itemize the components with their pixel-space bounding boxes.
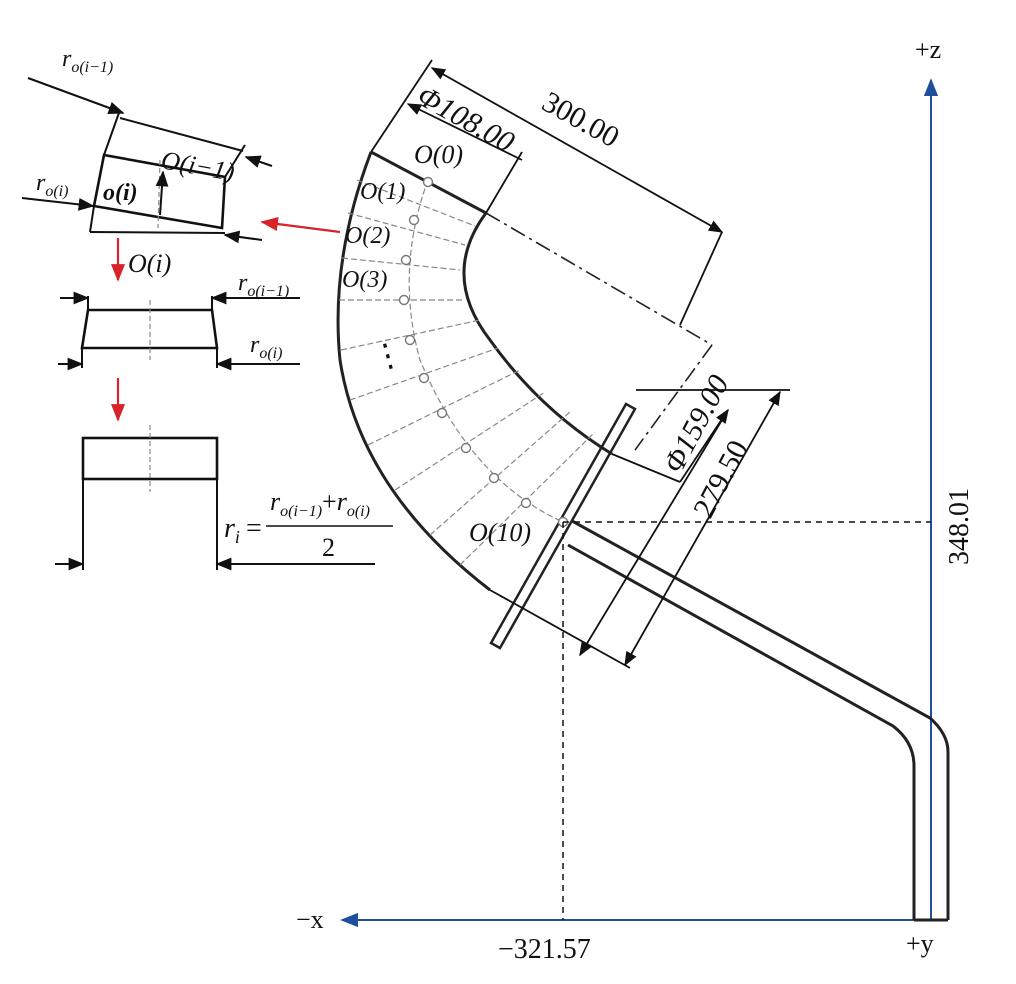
inset-r-prev-right: ro(i−1) <box>238 270 289 300</box>
label-o1: O(1) <box>360 179 405 205</box>
inset-r-prev-top: ro(i−1) <box>62 46 113 76</box>
formula-numerator: ro(i−1)+ro(i) <box>270 487 370 520</box>
y-axis-label: +y <box>906 929 934 958</box>
inset-o-cur: O(i) <box>128 249 171 278</box>
center-points <box>398 176 569 528</box>
dim-x-321: −321.57 <box>498 934 591 965</box>
straight-pipe <box>562 514 950 922</box>
label-o0: O(0) <box>414 140 463 169</box>
dim-348: 348.01 <box>944 488 975 565</box>
centerline <box>485 212 713 346</box>
inset-segment <box>21 77 273 244</box>
inset-o-small: o(i) <box>103 180 138 206</box>
z-axis-label: +z <box>915 35 941 64</box>
bend-sections <box>339 179 596 566</box>
dim-300: 300.00 <box>537 85 625 154</box>
formula-denominator: 2 <box>322 533 335 562</box>
label-o10: O(10) <box>469 518 531 547</box>
dimension-lines <box>370 59 790 669</box>
x-axis-label: −x <box>296 905 324 934</box>
inset-r-cur-left: ro(i) <box>36 170 68 200</box>
inset-rectangle <box>55 425 393 571</box>
label-o3: O(3) <box>342 267 387 293</box>
inset-trapezoid <box>58 291 300 371</box>
label-o2: O(2) <box>345 223 390 249</box>
reference-lines <box>562 521 931 920</box>
inset-r-cur-right: ro(i) <box>250 332 282 362</box>
inset-o-prev: O(i−1) <box>159 145 237 186</box>
formula-lhs: ri <box>224 513 240 547</box>
red-arrow-inset <box>260 217 341 234</box>
formula-eq: = <box>246 513 262 544</box>
label-ellipsis: ⋮ <box>367 334 407 377</box>
coordinate-axes: +z −x +y <box>296 35 941 958</box>
